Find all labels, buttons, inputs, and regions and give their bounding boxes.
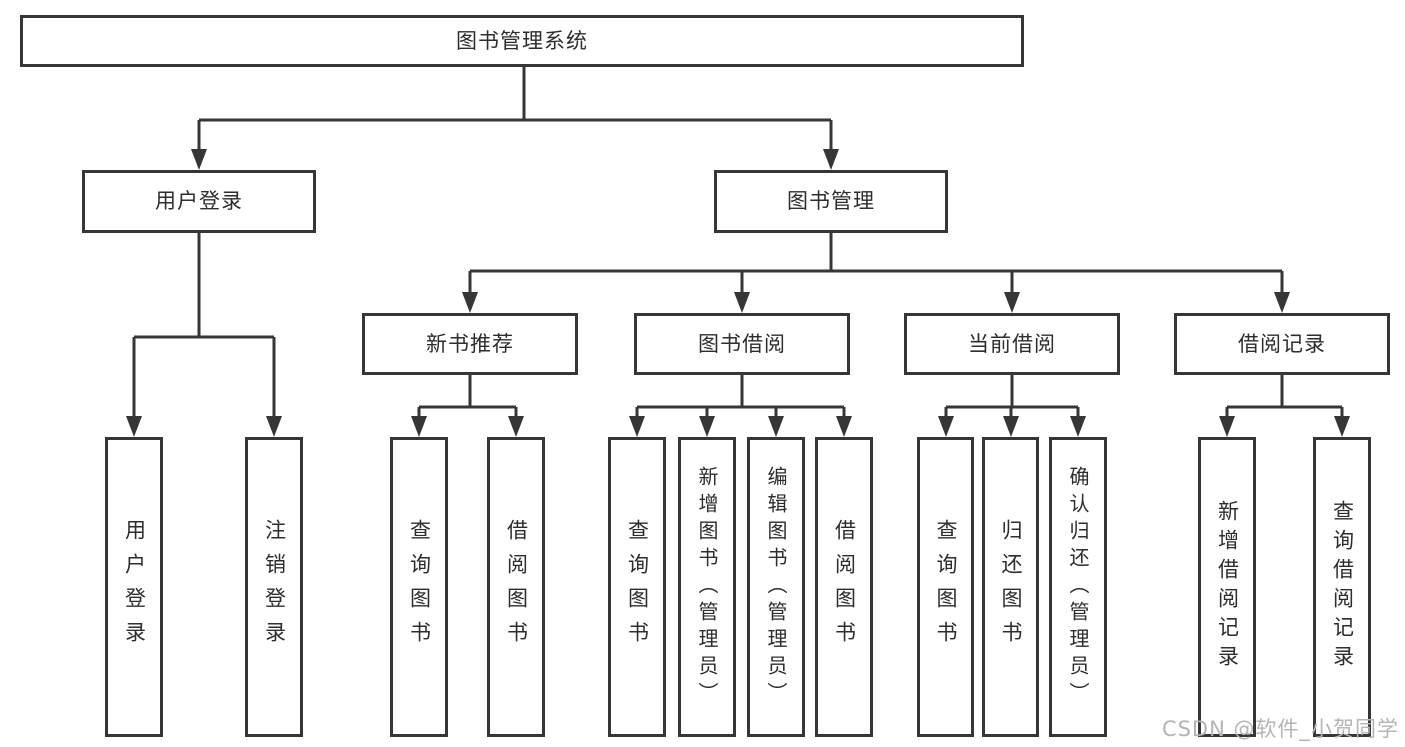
node-label: 图书借阅 (698, 331, 786, 356)
leaf-borrow-books-recommend: 借阅图书 (487, 437, 545, 737)
node-label: 借阅记录 (1238, 331, 1326, 356)
node-label: 查询图书 (625, 519, 650, 655)
leaf-query-books-current: 查询图书 (917, 437, 974, 737)
node-label: 确认归还（管理员） (1066, 465, 1090, 709)
node-label: 用户登录 (155, 189, 243, 213)
leaf-query-books-recommend: 查询图书 (390, 437, 448, 737)
node-label: 借阅图书 (832, 519, 857, 655)
csdn-watermark: CSDN @软件_小贺同学 (1161, 717, 1399, 741)
node-user-login: 用户登录 (82, 170, 316, 233)
node-label: 图书管理系统 (456, 28, 588, 53)
node-current-borrowing: 当前借阅 (904, 313, 1120, 375)
leaf-add-book-admin: 新增图书（管理员） (678, 437, 736, 737)
arrowheads (126, 149, 1350, 437)
node-label: 查询借阅记录 (1330, 500, 1355, 674)
node-label: 新增借阅记录 (1215, 500, 1240, 674)
leaf-confirm-return-admin: 确认归还（管理员） (1049, 437, 1107, 737)
node-label: 查询图书 (407, 519, 432, 655)
leaf-query-borrow-record: 查询借阅记录 (1313, 437, 1371, 737)
leaf-add-borrow-record: 新增借阅记录 (1198, 437, 1256, 737)
leaf-user-login: 用户登录 (105, 437, 163, 737)
leaf-return-books: 归还图书 (982, 437, 1039, 737)
node-label: 借阅图书 (504, 519, 529, 655)
node-label: 归还图书 (999, 519, 1023, 655)
node-label: 注销登录 (262, 519, 287, 655)
node-library-management-system: 图书管理系统 (20, 15, 1024, 67)
leaf-borrow-books-borrowing: 借阅图书 (815, 437, 873, 737)
connector-segments (132, 67, 1344, 421)
node-label: 编辑图书（管理员） (764, 465, 788, 709)
node-new-book-recommendation: 新书推荐 (362, 313, 578, 375)
node-book-borrowing: 图书借阅 (634, 313, 850, 375)
node-label: 新增图书（管理员） (695, 465, 719, 709)
node-label: 新书推荐 (426, 331, 514, 356)
node-label: 用户登录 (122, 519, 147, 655)
node-label: 当前借阅 (968, 331, 1056, 356)
leaf-edit-book-admin: 编辑图书（管理员） (747, 437, 805, 737)
node-label: 图书管理 (787, 189, 875, 213)
node-label: 查询图书 (934, 519, 958, 655)
leaf-query-books-borrowing: 查询图书 (608, 437, 666, 737)
leaf-logout: 注销登录 (245, 437, 303, 737)
node-book-management: 图书管理 (714, 170, 948, 233)
node-borrowing-records: 借阅记录 (1174, 313, 1390, 375)
